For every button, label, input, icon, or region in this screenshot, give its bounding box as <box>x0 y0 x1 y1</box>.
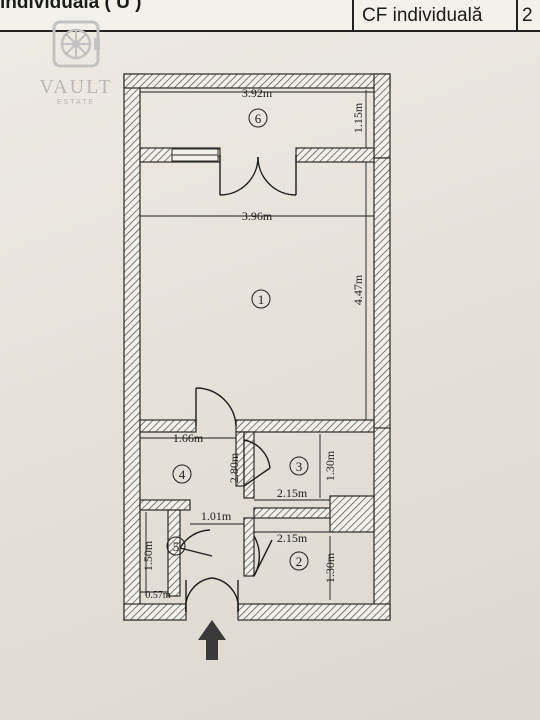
header-divider <box>352 0 354 30</box>
room-marker-6: 6 <box>248 108 268 128</box>
balcony-double-door <box>219 155 297 196</box>
wall-room1-bottom-right <box>235 419 375 433</box>
dim-room5-width: 0.57m <box>145 590 171 601</box>
entrance-door <box>185 577 239 613</box>
wall-balcony-right <box>295 147 375 163</box>
svg-text:1: 1 <box>258 292 265 307</box>
dim-room6-width: 3.92m <box>242 86 273 100</box>
header-divider <box>516 0 518 30</box>
door-room2 <box>253 535 273 577</box>
document-header: individuala ( U ) CF individuală 2 <box>0 0 540 32</box>
door-room5 <box>179 529 213 557</box>
wall-bottom-right <box>237 603 391 621</box>
dim-room2-depth: 1.30m <box>323 552 337 583</box>
room-marker-4: 4 <box>172 464 192 484</box>
wall-room4-bottom <box>139 499 191 511</box>
entrance-arrow-icon <box>198 620 226 660</box>
dimension-lines <box>140 90 374 600</box>
svg-text:4: 4 <box>179 467 186 482</box>
dim-room3-width: 2.15m <box>277 486 308 500</box>
wall-shaft <box>329 495 375 533</box>
door-room1 <box>195 387 237 427</box>
header-middle-text: CF individuală <box>362 5 483 26</box>
svg-text:5: 5 <box>173 539 180 554</box>
wall-room5-right <box>167 509 181 597</box>
dim-room2-width: 2.15m <box>277 531 308 545</box>
dim-hall-width: 1.01m <box>201 509 232 523</box>
vault-door-icon <box>52 20 100 68</box>
room-marker-2: 2 <box>289 551 309 571</box>
dim-room6-depth: 1.15m <box>351 102 365 133</box>
dim-room4-width: 1.66m <box>173 431 204 445</box>
room-marker-1: 1 <box>251 289 271 309</box>
wall-right-mid <box>373 157 391 431</box>
logo-subtitle: ESTATE <box>56 99 96 106</box>
wall-hall-right-lower <box>243 517 255 577</box>
door-room3 <box>243 439 271 487</box>
dim-room1-length: 4.47m <box>351 274 365 305</box>
wall-room3-bottom <box>253 507 333 519</box>
wall-bottom-left <box>123 603 187 621</box>
room-marker-3: 3 <box>289 456 309 476</box>
dim-room1-width: 3.96m <box>242 209 273 223</box>
svg-text:3: 3 <box>296 459 303 474</box>
wall-right-upper <box>373 73 391 159</box>
room-marker-5: 5 <box>166 536 186 556</box>
svg-text:6: 6 <box>255 111 262 126</box>
svg-text:2: 2 <box>296 554 303 569</box>
header-right-text: 2 <box>522 5 533 26</box>
wall-right-lower <box>373 427 391 621</box>
dim-room5-depth: 1.50m <box>141 540 155 571</box>
watermark-logo: VAULT ESTATE <box>28 18 124 128</box>
dim-room4-length: 2.80m <box>227 452 241 483</box>
dim-room3-depth: 1.30m <box>323 450 337 481</box>
wall-left <box>123 73 141 621</box>
window <box>171 148 219 162</box>
walls <box>123 73 391 621</box>
logo-word: VAULT <box>39 76 113 98</box>
header-left-text: individuala ( U ) <box>0 0 142 13</box>
